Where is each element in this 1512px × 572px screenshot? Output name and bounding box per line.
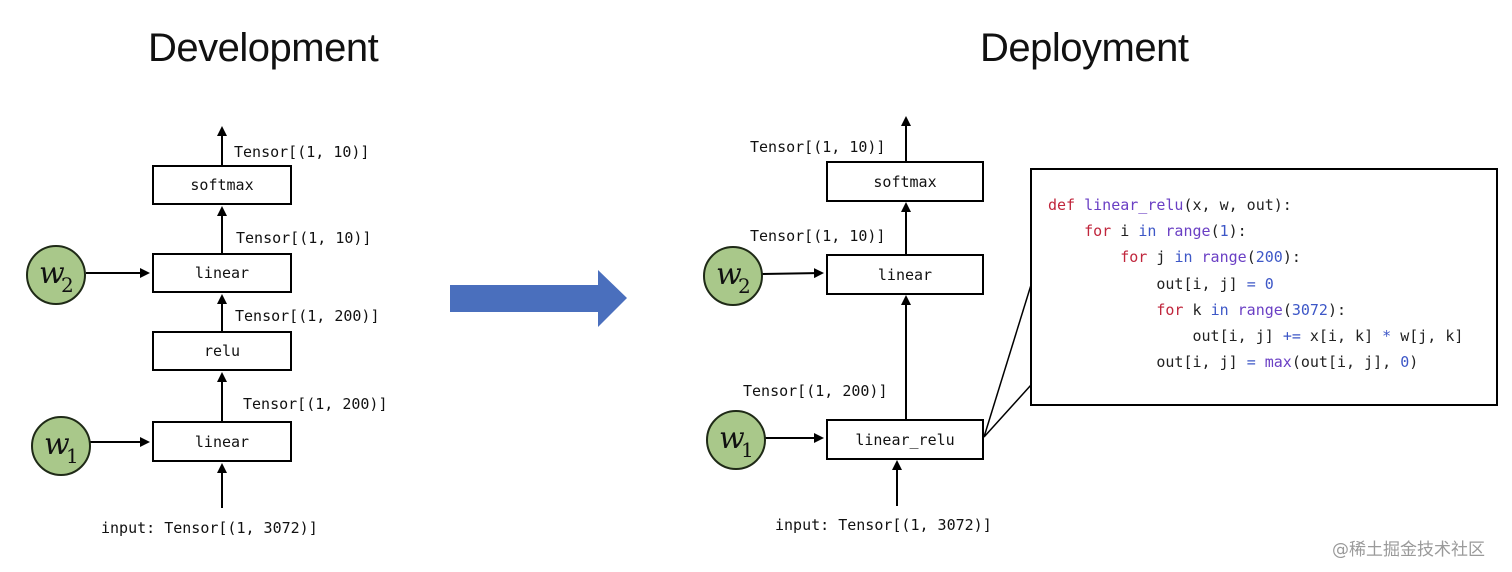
development-title: Development: [148, 26, 379, 70]
code-operator: =: [1246, 353, 1256, 371]
dev-linear-bottom-node: linear: [152, 421, 292, 462]
code-text: j: [1147, 248, 1175, 266]
code-line-2: for i in range(1):: [1048, 222, 1247, 240]
code-text: out[i, j]: [1156, 353, 1247, 371]
code-text: w[j, k]: [1391, 327, 1464, 345]
dep-weight-w1-subscript: 1: [741, 438, 754, 462]
code-line-1: def linear_relu(x, w, out):: [1048, 196, 1292, 214]
code-text: [1256, 275, 1265, 293]
code-keyword: def: [1048, 196, 1076, 214]
dev-relu-node: relu: [152, 331, 292, 371]
dev-weight-w1-symbol: w: [44, 427, 70, 462]
dev-weight-w2-subscript: 2: [61, 273, 74, 297]
code-text: ): [1409, 353, 1419, 371]
dep-input-label: input: Tensor[(1, 3072)]: [775, 516, 992, 534]
dep-weight-w1-circle: [706, 410, 766, 470]
code-keyword: for: [1084, 222, 1112, 240]
code-text: (out[i, j],: [1291, 353, 1401, 371]
code-operator: *: [1382, 327, 1392, 345]
code-number: 0: [1264, 275, 1274, 293]
code-number: 1: [1219, 222, 1229, 240]
dep-weight-w2-symbol: w: [716, 257, 742, 292]
code-text: ):: [1327, 301, 1347, 319]
dev-softmax-node: softmax: [152, 165, 292, 205]
code-text: (x, w, out):: [1183, 196, 1292, 214]
code-keyword: for: [1120, 248, 1148, 266]
dep-linear-relu-node: linear_relu: [826, 419, 984, 460]
code-keyword: for: [1156, 301, 1184, 319]
dev-weight-w1-circle: [31, 416, 91, 476]
dep-softmax-node: softmax: [826, 161, 984, 202]
code-keyword: in: [1174, 248, 1193, 266]
watermark: @稀土掘金技术社区: [1332, 540, 1485, 560]
dep-linear-node: linear: [826, 254, 984, 295]
dev-tensor-out-linear: Tensor[(1, 10)]: [236, 229, 372, 247]
callout-line-bottom: [983, 384, 1032, 438]
dev-tensor-out-softmax: Tensor[(1, 10)]: [234, 143, 370, 161]
code-text: (: [1282, 301, 1292, 319]
code-text: (: [1210, 222, 1220, 240]
code-text: x[i, k]: [1300, 327, 1383, 345]
code-builtin: range: [1165, 222, 1211, 240]
dep-tensor-out-softmax: Tensor[(1, 10)]: [750, 138, 886, 156]
code-text: [1256, 353, 1265, 371]
code-operator: +=: [1282, 327, 1301, 345]
dev-weight-w2-circle: [26, 245, 86, 305]
dep-tensor-out-linear-relu: Tensor[(1, 200)]: [743, 382, 888, 400]
code-text: i: [1111, 222, 1139, 240]
code-line-3: for j in range(200):: [1048, 248, 1301, 266]
code-number: 0: [1400, 353, 1410, 371]
code-line-7: out[i, j] = max(out[i, j], 0): [1048, 353, 1418, 371]
code-panel: def linear_relu(x, w, out): for i in ran…: [1030, 168, 1498, 406]
callout-line-top: [983, 284, 1032, 438]
code-text: out[i, j]: [1192, 327, 1283, 345]
code-text: ):: [1282, 248, 1301, 266]
code-text: k: [1183, 301, 1211, 319]
dev-tensor-out-relu: Tensor[(1, 200)]: [235, 307, 380, 325]
dev-linear-top-node: linear: [152, 253, 292, 293]
dev-weight-w1-subscript: 1: [66, 444, 79, 468]
code-text: out[i, j]: [1156, 275, 1247, 293]
dep-tensor-out-linear: Tensor[(1, 10)]: [750, 227, 886, 245]
dep-weight-w1-symbol: w: [719, 421, 745, 456]
code-builtin: range: [1237, 301, 1283, 319]
code-keyword: in: [1210, 301, 1229, 319]
code-builtin: range: [1201, 248, 1247, 266]
code-number: 3072: [1291, 301, 1328, 319]
code-line-4: out[i, j] = 0: [1048, 275, 1274, 293]
dev-weight-w2-symbol: w: [39, 256, 65, 291]
deployment-title: Deployment: [980, 26, 1189, 70]
code-number: 200: [1255, 248, 1283, 266]
dep-weight-w2-subscript: 2: [738, 274, 751, 298]
dep-weight-w2-circle: [703, 246, 763, 306]
dev-tensor-out-linear-bottom: Tensor[(1, 200)]: [243, 395, 388, 413]
code-operator: =: [1246, 275, 1256, 293]
code-text: (: [1246, 248, 1256, 266]
code-builtin: max: [1264, 353, 1292, 371]
code-keyword: in: [1138, 222, 1157, 240]
code-text: ):: [1228, 222, 1247, 240]
code-line-6: out[i, j] += x[i, k] * w[j, k]: [1048, 327, 1464, 345]
code-line-5: for k in range(3072):: [1048, 301, 1346, 319]
code-function-name: linear_relu: [1084, 196, 1184, 214]
dev-input-label: input: Tensor[(1, 3072)]: [101, 519, 318, 537]
dep-arrow-w2: [761, 268, 824, 279]
transition-arrow: [450, 270, 627, 327]
